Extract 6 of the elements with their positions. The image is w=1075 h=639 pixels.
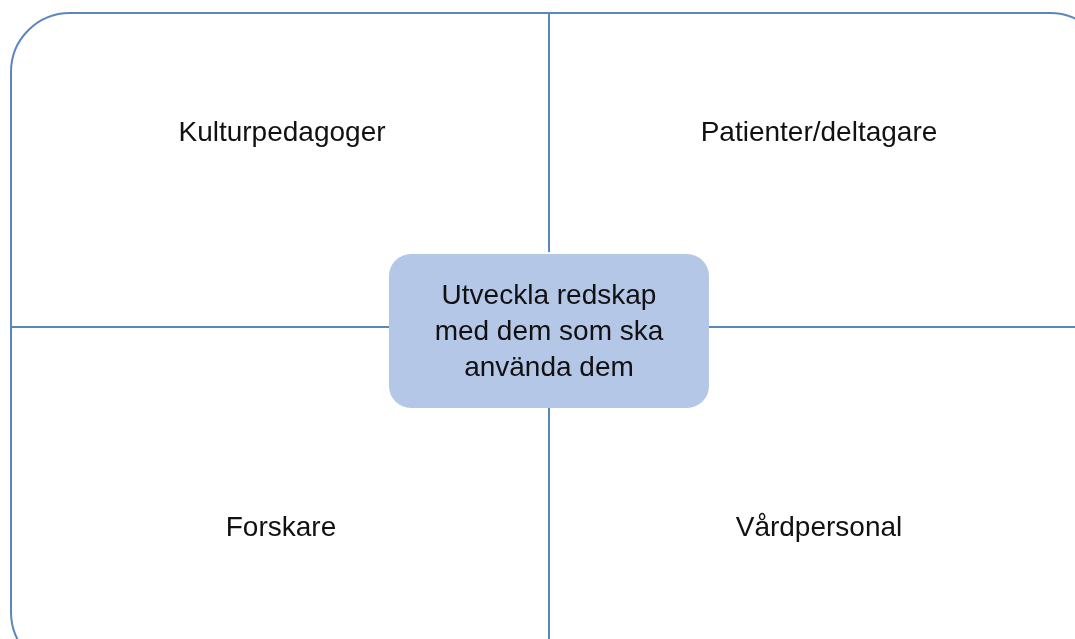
quadrant-label: Vårdpersonal — [735, 511, 903, 543]
frame-border — [10, 12, 1075, 639]
center-box: Utveckla redskap med dem som ska använda dem — [389, 254, 709, 408]
quadrant-label: Patienter/deltagare — [700, 116, 938, 148]
quadrant-label: Kulturpedagoger — [178, 116, 386, 148]
quadrant-label: Forskare — [225, 511, 337, 543]
